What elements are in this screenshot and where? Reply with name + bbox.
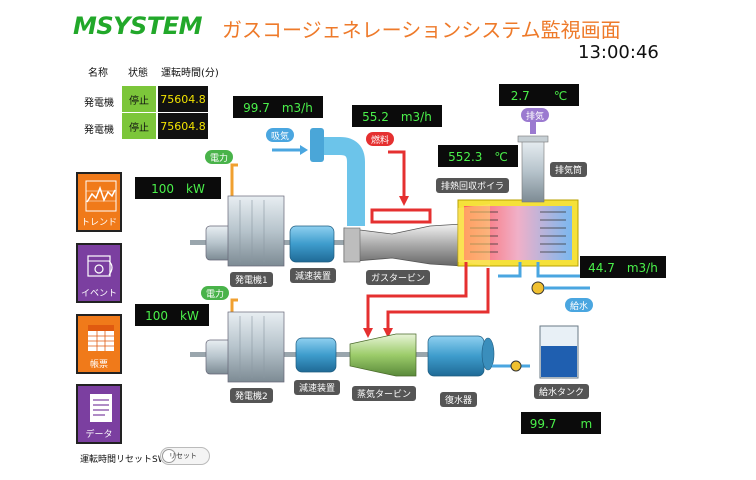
fuel-pipe — [388, 150, 406, 198]
feedwater-tag: 給水 — [565, 298, 594, 312]
feedwater-line — [536, 262, 590, 278]
msystem-logo: MSYSTEM — [73, 12, 202, 40]
data-document-icon — [90, 394, 112, 422]
condenser-label: 復水器 — [440, 392, 478, 407]
boiler-temp-readout: 552.3 ℃ — [438, 145, 518, 167]
intake-duct — [318, 137, 365, 226]
row2-name: 発電機 — [84, 125, 114, 136]
nav-data-button[interactable]: データ — [76, 384, 122, 444]
combustor-ring — [370, 208, 432, 224]
reducer-2 — [295, 337, 337, 373]
nav-data-label: データ — [85, 430, 113, 440]
power-wire-1 — [230, 163, 238, 205]
intake-flow-readout: 99.7 m3/h — [233, 96, 323, 118]
event-icon — [87, 255, 113, 277]
trend-chart-icon — [85, 180, 117, 212]
page-title: ガスコージェネレーションシステム監視画面 — [222, 18, 621, 42]
nav-event-button[interactable]: イベント — [76, 243, 122, 303]
row1-status-badge: 停止 — [122, 86, 156, 112]
fuel-tag: 燃料 — [366, 132, 395, 146]
feedwater-flow-readout: 44.7 m3/h — [580, 256, 666, 278]
reducer-2-label: 減速装置 — [294, 380, 341, 395]
generator-1 — [227, 195, 285, 267]
generator-2-label: 発電機2 — [230, 388, 273, 403]
col-header-status: 状態 — [128, 68, 148, 79]
clock: 13:00:46 — [578, 42, 659, 63]
nav-trend-label: トレンド — [80, 218, 117, 228]
power-tag-2: 電力 — [201, 286, 230, 300]
steam-line-1 — [366, 262, 468, 330]
exhaust-tag: 排気 — [521, 108, 550, 122]
hrsg-boiler-label: 排熱回収ボイラ — [436, 178, 510, 193]
row2-hours: 75604.8 — [158, 113, 208, 139]
nav-event-label: イベント — [80, 289, 117, 299]
intake-tag: 吸気 — [266, 128, 295, 142]
tank-level-readout: 99.7 m — [521, 412, 601, 434]
intake-flange — [310, 128, 324, 162]
toggle-knob — [162, 449, 176, 463]
feedwater-tank-label: 給水タンク — [534, 384, 590, 399]
nav-report-button[interactable]: 帳票 — [76, 314, 122, 374]
col-header-name: 名称 — [88, 68, 108, 79]
row1-hours: 75604.8 — [158, 86, 208, 112]
exhaust-stack — [521, 139, 545, 203]
condensate-pump — [510, 360, 522, 372]
nav-report-label: 帳票 — [89, 360, 108, 370]
gas-turbine — [343, 223, 463, 267]
gas-turbine-label: ガスタービン — [366, 270, 431, 285]
power1-readout: 100 kW — [135, 177, 221, 199]
tank-level-fill — [541, 346, 577, 377]
reducer-1-label: 減速装置 — [290, 268, 337, 283]
steam-turbine-label: 蒸気タービン — [352, 386, 417, 401]
reducer-1 — [289, 225, 335, 263]
nav-trend-button[interactable]: トレンド — [76, 172, 122, 232]
exhaust-stack-label: 排気筒 — [550, 162, 588, 177]
reset-toggle[interactable]: リセット — [160, 447, 210, 465]
power2-readout: 100 kW — [135, 304, 209, 326]
shaft-2 — [190, 352, 490, 357]
reset-switch-label: 運転時間リセットSW — [80, 455, 167, 465]
generator-2 — [227, 311, 285, 383]
report-table-icon — [88, 325, 114, 351]
generator-1-label: 発電機1 — [230, 272, 273, 287]
steam-line-2 — [386, 268, 490, 330]
steam-turbine — [349, 333, 417, 377]
power-tag-1: 電力 — [205, 150, 234, 164]
condenser — [427, 335, 485, 377]
exhaust-temp-readout: 2.7 ℃ — [499, 84, 579, 106]
row2-status-badge: 停止 — [122, 113, 156, 139]
toggle-text: リセット — [169, 452, 197, 460]
fuel-flow-readout: 55.2 m3/h — [352, 105, 442, 127]
col-header-hours: 運転時間(分) — [161, 68, 219, 79]
row1-name: 発電機 — [84, 98, 114, 109]
feedwater-pump — [531, 281, 545, 295]
